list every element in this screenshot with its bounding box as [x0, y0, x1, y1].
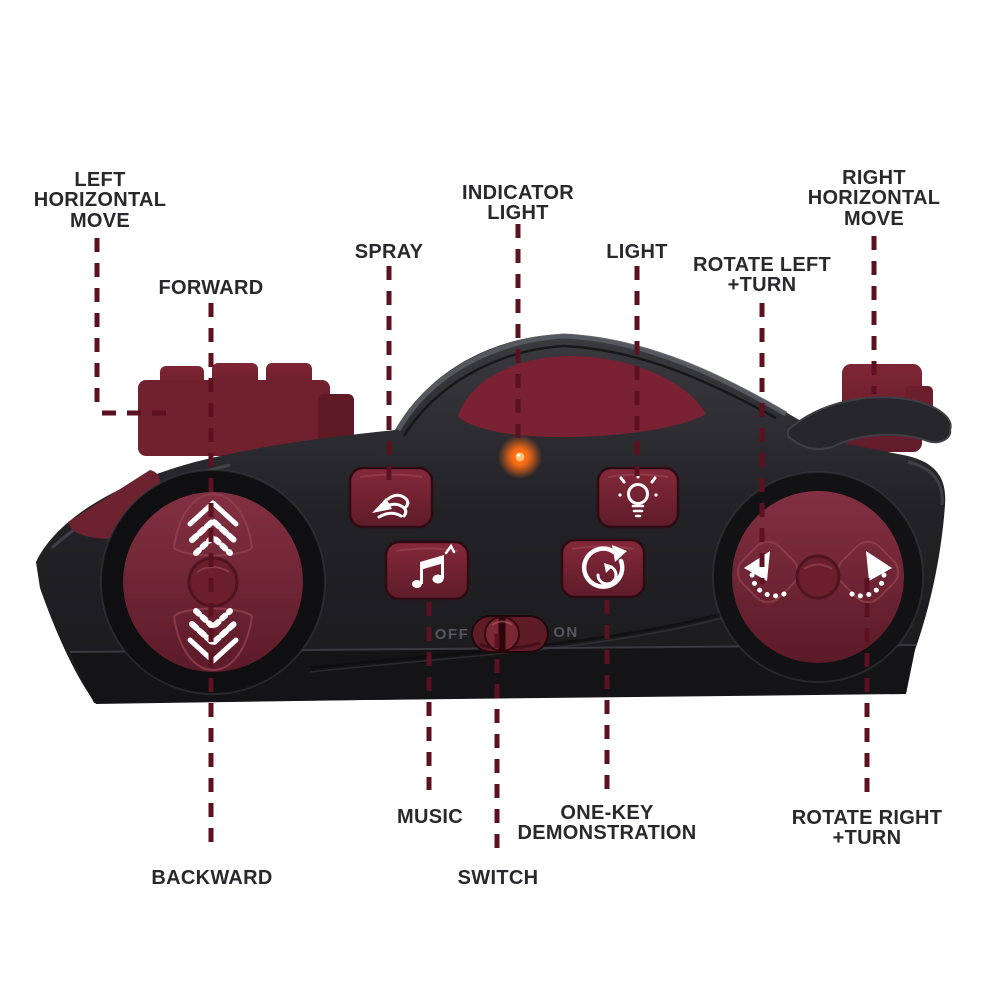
- label-one-key-demonstration: ONE-KEY DEMONSTRATION: [517, 802, 697, 845]
- rotate-left-zone: [736, 540, 800, 604]
- canopy-rim-shadow: [402, 344, 777, 437]
- label-light: LIGHT: [606, 241, 668, 263]
- right-dial-center-highlight: [803, 563, 833, 570]
- indicator-led: [498, 435, 542, 479]
- callout-lines: [94, 224, 877, 852]
- label-left-horizontal-move: LEFT HORIZONTAL MOVE: [33, 169, 167, 232]
- spoiler-wing: [787, 396, 952, 450]
- spray-button: [348, 466, 434, 529]
- label-indicator-light: INDICATOR LIGHT: [462, 182, 574, 225]
- label-backward: BACKWARD: [151, 867, 273, 889]
- switch-off-label: OFF: [435, 626, 470, 643]
- label-right-horizontal-move: RIGHT HORIZONTAL MOVE: [807, 167, 941, 230]
- music-notes-icon: [412, 543, 456, 588]
- label-forward: FORWARD: [158, 277, 264, 299]
- light-button: [596, 466, 680, 529]
- left-antenna-block: [138, 363, 354, 456]
- power-switch: OFF ON: [435, 615, 579, 654]
- spray-icon: [372, 493, 410, 519]
- right-dial: [712, 471, 924, 683]
- right-dial-center: [795, 554, 841, 600]
- label-rotate-left-turn: ROTATE LEFT +TURN: [692, 254, 832, 297]
- circular-arrow-icon: [582, 545, 627, 589]
- canopy-rim-highlight: [395, 333, 788, 432]
- label-spray: SPRAY: [354, 241, 424, 263]
- tail-highlight: [907, 460, 944, 506]
- rotate-right-arrow-icon: [849, 551, 892, 599]
- label-music: MUSIC: [397, 806, 463, 828]
- rotate-right-zone: [836, 540, 900, 604]
- label-rotate-right-turn: ROTATE RIGHT +TURN: [791, 807, 943, 850]
- one-key-demo-button: [560, 538, 646, 599]
- label-switch: SWITCH: [457, 867, 539, 889]
- switch-on-label: ON: [553, 624, 579, 641]
- music-button: [384, 540, 470, 601]
- button-cluster: [348, 466, 680, 601]
